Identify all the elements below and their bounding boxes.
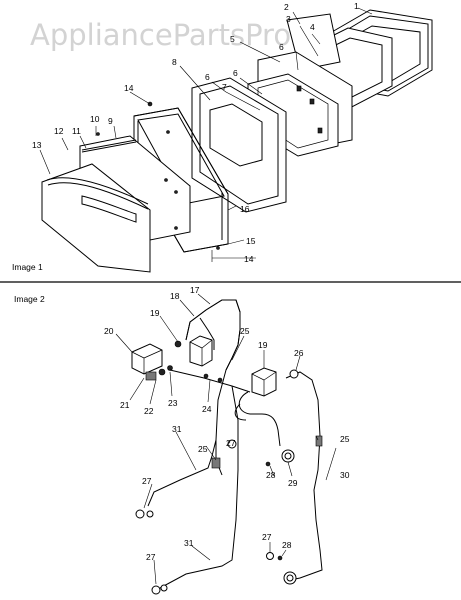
callout-26: 26 (294, 348, 304, 358)
callout-9: 9 (108, 116, 113, 126)
part-13-outer-door (41, 163, 151, 273)
part-29-orifice (281, 449, 297, 585)
callout-21: 21 (120, 400, 130, 410)
part-28-screw (265, 461, 271, 467)
callout-25: 25 (240, 326, 250, 336)
callout-3: 3 (286, 14, 291, 24)
callout-6: 6 (279, 42, 284, 52)
callout-22: 22 (144, 406, 154, 416)
callout-6: 6 (233, 68, 238, 78)
callout-29: 29 (288, 478, 298, 488)
part-27-fittings (135, 439, 274, 595)
callout-27: 27 (226, 438, 236, 448)
part-28-screw (277, 555, 283, 561)
callout-31: 31 (172, 424, 182, 434)
callout-14: 14 (124, 83, 134, 93)
image1-label: Image 1 (12, 262, 43, 272)
callout-25: 25 (198, 444, 208, 454)
callout-1: 1 (354, 1, 359, 11)
callout-12: 12 (54, 126, 64, 136)
part-19-valve-upper (174, 335, 213, 367)
callout-7: 7 (222, 82, 227, 92)
callout-5: 5 (230, 34, 235, 44)
image2-label: Image 2 (14, 294, 45, 304)
callout-27: 27 (146, 552, 156, 562)
part-19-valve-lower (251, 367, 277, 397)
callout-28: 28 (266, 470, 276, 480)
callout-24: 24 (202, 404, 212, 414)
callout-31: 31 (184, 538, 194, 548)
part-8-door-liner (191, 77, 287, 213)
callout-16: 16 (240, 204, 250, 214)
callout-6: 6 (205, 72, 210, 82)
callout-28: 28 (282, 540, 292, 550)
callout-23: 23 (168, 398, 178, 408)
image2-callouts: 17 18 19 19 20 21 22 23 24 25 25 25 26 2… (104, 285, 350, 585)
callout-10: 10 (90, 114, 100, 124)
callout-15: 15 (246, 236, 256, 246)
callout-14: 14 (244, 254, 254, 264)
callout-18: 18 (170, 291, 180, 301)
callout-20: 20 (104, 326, 114, 336)
callout-19: 19 (150, 308, 160, 318)
callout-13: 13 (32, 140, 42, 150)
callout-2: 2 (284, 2, 289, 12)
callout-27: 27 (262, 532, 272, 542)
callout-11: 11 (72, 126, 81, 136)
callout-19: 19 (258, 340, 268, 350)
callout-25: 25 (340, 434, 350, 444)
callout-4: 4 (310, 22, 315, 32)
callout-8: 8 (172, 57, 177, 67)
callout-27: 27 (142, 476, 152, 486)
image2-gas-assembly (131, 299, 323, 595)
image1-callouts: 1 2 3 4 5 6 6 6 7 8 9 10 11 12 13 14 14 … (12, 1, 373, 272)
callout-30: 30 (340, 470, 350, 480)
callout-17: 17 (190, 285, 200, 295)
image1-door-assembly (41, 9, 433, 273)
part-20-valve (131, 343, 173, 381)
